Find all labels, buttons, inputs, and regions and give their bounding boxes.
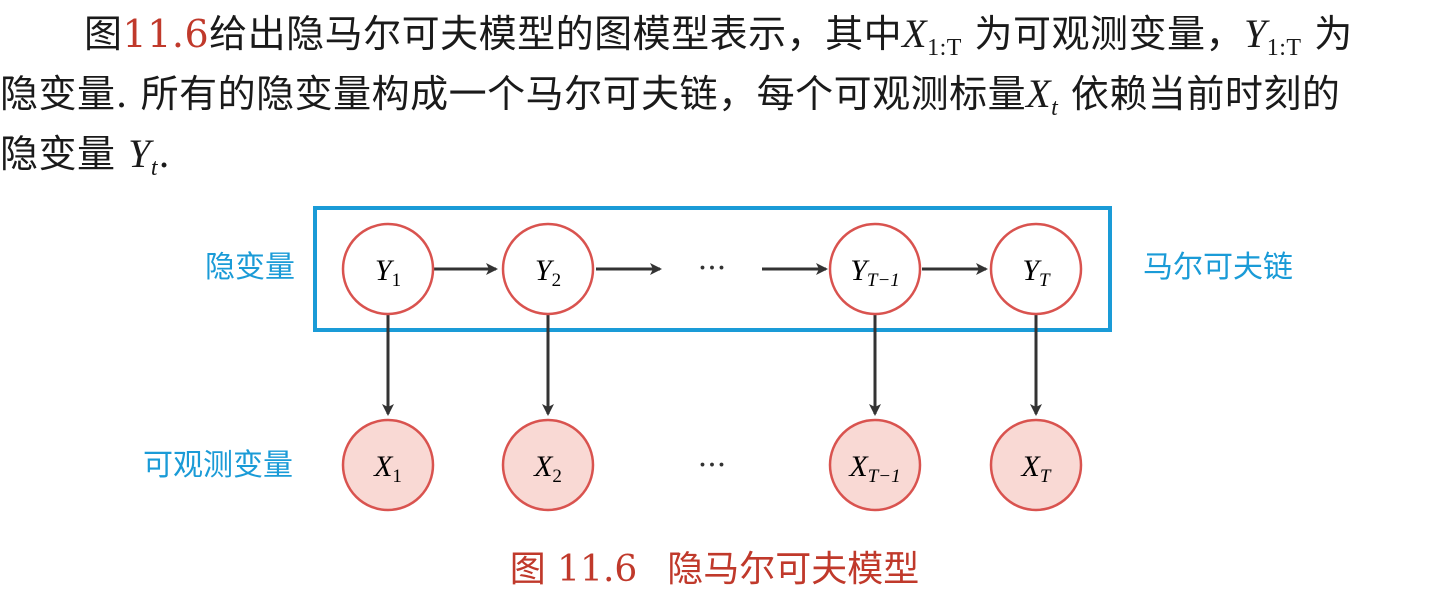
hidden-ellipsis: ··· bbox=[698, 251, 727, 286]
hmm-diagram: 隐变量 马尔可夫链 可观测变量 ··· ··· Y1 Y2 YT−1 YT X1… bbox=[143, 206, 1293, 512]
text-segment: 为可观测变量， bbox=[974, 12, 1245, 56]
text-segment: 为 bbox=[1314, 12, 1353, 56]
text-segment: 隐变量 bbox=[0, 132, 116, 176]
observed-node-X1: X1 bbox=[341, 418, 435, 512]
math-y-range: Y1:T bbox=[1244, 11, 1302, 61]
svg-text:X1: X1 bbox=[373, 450, 402, 487]
svg-text:XT−1: XT−1 bbox=[848, 450, 900, 487]
hidden-node-YT: YT bbox=[989, 222, 1083, 316]
markov-chain-label: 马尔可夫链 bbox=[1143, 250, 1293, 285]
text-segment: 给出隐马尔可夫模型的图模型表示，其中 bbox=[209, 12, 903, 56]
svg-text:YT−1: YT−1 bbox=[850, 254, 900, 291]
observed-node-XTm1: XT−1 bbox=[828, 418, 922, 512]
text-segment: 隐变量. 所有的隐变量构成一个马尔可夫链，每个可观测标量 bbox=[0, 72, 1027, 116]
hidden-variable-label: 隐变量 bbox=[205, 250, 295, 285]
svg-text:XT: XT bbox=[1021, 450, 1052, 487]
hidden-node-Y2: Y2 bbox=[501, 222, 595, 316]
text-segment: 依赖当前时刻的 bbox=[1070, 72, 1341, 116]
math-x-t: Xt bbox=[1026, 71, 1059, 121]
paragraph-line-3: 隐变量 Yt. bbox=[0, 124, 1429, 184]
caption-number: 图 11.6 bbox=[509, 549, 638, 590]
math-x-range: X1:T bbox=[902, 11, 962, 61]
svg-text:YT: YT bbox=[1022, 254, 1051, 291]
hidden-node-Y1: Y1 bbox=[341, 222, 435, 316]
observed-node-X2: X2 bbox=[501, 418, 595, 512]
observed-ellipsis: ··· bbox=[698, 448, 727, 483]
figure-caption: 图 11.6 隐马尔可夫模型 bbox=[0, 540, 1429, 592]
body-paragraph: 图11.6给出隐马尔可夫模型的图模型表示，其中X1:T 为可观测变量，Y1:T … bbox=[0, 4, 1429, 184]
observed-node-XT: XT bbox=[989, 418, 1083, 512]
svg-text:Y2: Y2 bbox=[535, 254, 561, 291]
math-y-t: Yt bbox=[128, 131, 159, 181]
paragraph-line-1: 图11.6给出隐马尔可夫模型的图模型表示，其中X1:T 为可观测变量，Y1:T … bbox=[0, 4, 1429, 64]
hidden-node-YTm1: YT−1 bbox=[828, 222, 922, 316]
svg-text:X2: X2 bbox=[533, 450, 562, 487]
svg-text:Y1: Y1 bbox=[375, 254, 401, 291]
figure-ref-link[interactable]: 11.6 bbox=[122, 12, 210, 56]
markov-chain-box bbox=[313, 206, 1112, 332]
observed-variable-label: 可观测变量 bbox=[143, 448, 293, 483]
caption-title: 隐马尔可夫模型 bbox=[667, 549, 920, 590]
figure-word: 图 bbox=[84, 12, 123, 56]
paragraph-line-2: 隐变量. 所有的隐变量构成一个马尔可夫链，每个可观测标量Xt 依赖当前时刻的 bbox=[0, 64, 1429, 124]
period: . bbox=[158, 132, 171, 176]
